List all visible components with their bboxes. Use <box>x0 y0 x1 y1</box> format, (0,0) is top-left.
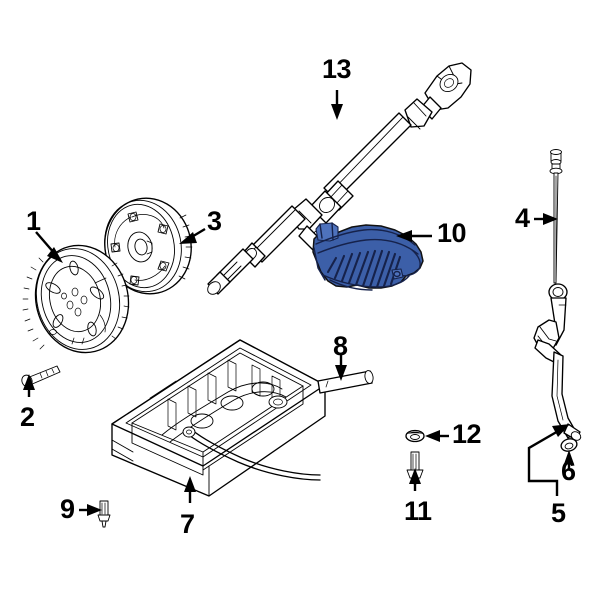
callout-12[interactable]: 12 <box>452 419 482 449</box>
callout-7[interactable]: 7 <box>180 509 195 539</box>
callout-5[interactable]: 5 <box>551 498 566 528</box>
part-filler-tube-o-ring <box>560 438 578 452</box>
part-filter-seal-washer <box>405 429 425 443</box>
arrowhead-1 <box>47 247 63 263</box>
callout-1[interactable]: 1 <box>26 206 41 236</box>
part-torque-converter <box>104 197 193 295</box>
callout-13[interactable]: 13 <box>322 54 352 84</box>
part-oil-pan-bolt <box>97 500 111 528</box>
part-oil-pan <box>111 339 326 497</box>
arrowhead-3 <box>179 232 197 244</box>
callout-11[interactable]: 11 <box>404 496 432 526</box>
leader-5 <box>527 428 561 496</box>
part-flexplate <box>22 244 130 354</box>
callout-9[interactable]: 9 <box>60 494 75 524</box>
arrowhead-4 <box>543 213 558 225</box>
callout-3[interactable]: 3 <box>207 206 222 236</box>
callout-2[interactable]: 2 <box>20 402 35 432</box>
part-filler-tube <box>533 283 582 441</box>
arrowhead-12 <box>425 430 440 442</box>
part-oil-filter-highlighted <box>312 222 424 291</box>
arrowhead-5 <box>552 424 570 437</box>
arrowhead-11 <box>409 468 421 484</box>
callout-8[interactable]: 8 <box>333 331 348 361</box>
leader-lines <box>23 90 574 516</box>
arrowhead-9 <box>87 504 102 516</box>
arrowhead-8 <box>335 365 347 381</box>
arrowhead-13 <box>331 104 343 120</box>
arrowhead-10 <box>396 230 412 242</box>
part-drain-plug <box>317 370 374 394</box>
arrowhead-6 <box>564 450 574 464</box>
part-filter-mounting-bolt <box>406 451 424 485</box>
arrowhead-2 <box>23 374 35 390</box>
arrowhead-7 <box>184 476 196 492</box>
callout-10[interactable]: 10 <box>437 218 467 248</box>
callout-6[interactable]: 6 <box>561 456 576 486</box>
part-dipstick <box>549 149 563 284</box>
part-driveshaft-assembly <box>207 62 472 295</box>
callout-4[interactable]: 4 <box>515 203 530 233</box>
